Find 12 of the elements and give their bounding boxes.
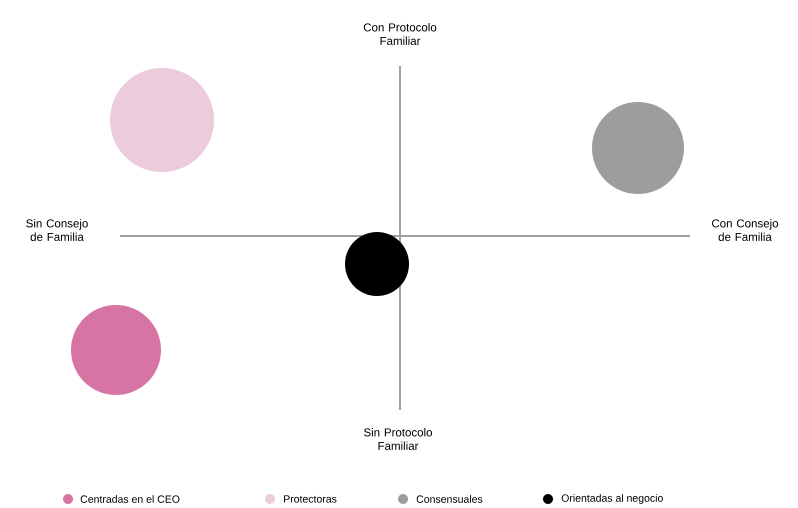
- axis-label: Con Protocolo Familiar: [364, 23, 436, 45]
- bubble: [71, 304, 161, 395]
- legend-label: Centradas en el CEO: [80, 495, 180, 503]
- bubble: [345, 232, 409, 296]
- legend-label: Protectoras: [284, 495, 336, 503]
- legend-label: Orientadas al negocio: [562, 494, 663, 504]
- bubble: [592, 102, 684, 194]
- legend-label: Consensuales: [416, 495, 482, 503]
- axis-label: Sin Consejo de Familia: [26, 219, 88, 241]
- axis-label: Sin Protocolo Familiar: [364, 428, 432, 450]
- axis-label: Con Consejo de Familia: [712, 219, 778, 241]
- bubble: [110, 68, 214, 172]
